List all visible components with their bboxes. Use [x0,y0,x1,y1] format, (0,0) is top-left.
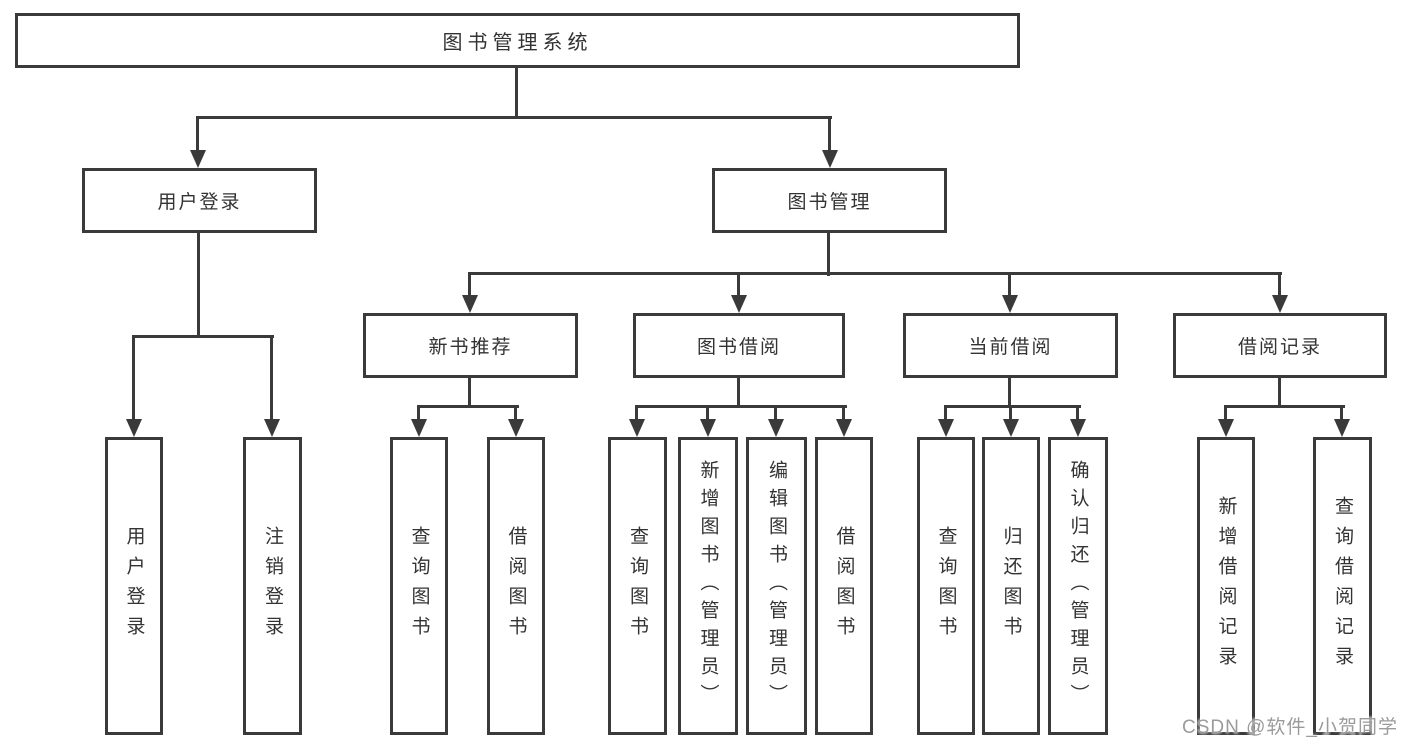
node-book-mgmt-label: 图书管理 [787,192,872,213]
arrow-new-books-child-0 [417,406,420,419]
arrow-current-borrow-child-0 [944,406,947,419]
node-new-books-label: 新书推荐 [428,337,513,358]
node-current-borrow: 当前借阅 [903,313,1118,378]
node-user-login: 用户登录 [82,168,317,233]
node-book-borrow-label: 图书借阅 [696,337,781,358]
connector-user-login-bar [132,335,274,338]
node-root: 图书管理系统 [15,13,1020,68]
arrow-borrow-records-child-1 [1340,406,1343,419]
leaf-logout: 注销登录 [243,437,302,735]
connector-borrow-records-stem [1278,378,1281,408]
leaf-user-login-label: 用户登录 [123,526,145,646]
arrow-to-borrow-records [1278,273,1281,295]
arrow-book-borrow-child-2 [774,406,777,419]
leaf-new-books-query: 查询图书 [390,437,448,735]
connector-current-borrow-bar [944,405,1081,408]
node-user-login-label: 用户登录 [157,192,242,213]
arrow-to-new-books [468,273,471,295]
leaf-current-confirm-admin: 确认归还（管理员） [1048,437,1108,735]
connector-book-mgmt-stem [827,233,830,276]
leaf-records-add: 新增借阅记录 [1197,437,1255,735]
arrow-to-current-borrow [1008,273,1011,295]
node-root-label: 图书管理系统 [442,32,593,54]
connector-borrow-records-bar [1224,405,1345,408]
arrow-book-borrow-child-0 [635,406,638,419]
connector-new-books-bar [417,405,519,408]
leaf-logout-label: 注销登录 [262,526,283,646]
leaf-borrow-query: 查询图书 [608,437,667,735]
arrow-book-borrow-child-1 [706,406,709,419]
leaf-new-books-borrow-label: 借阅图书 [505,526,527,646]
arrow-to-logout [270,336,273,419]
arrow-to-login [132,336,135,419]
leaf-user-login: 用户登录 [105,437,163,735]
leaf-new-books-borrow: 借阅图书 [487,437,545,735]
connector-book-mgmt-bar [468,272,1282,275]
leaf-borrow-edit-admin: 编辑图书（管理员） [746,437,807,735]
leaf-current-return: 归还图书 [982,437,1040,735]
arrow-current-borrow-child-1 [1009,406,1012,419]
node-borrow-records: 借阅记录 [1173,313,1387,378]
leaf-new-books-query-label: 查询图书 [408,526,430,646]
arrow-new-books-child-1 [514,406,517,419]
arrow-book-borrow-child-3 [842,406,845,419]
leaf-current-query-label: 查询图书 [935,526,957,646]
node-book-mgmt: 图书管理 [712,168,947,233]
leaf-current-query: 查询图书 [917,437,975,735]
leaf-current-return-label: 归还图书 [1000,526,1022,646]
leaf-borrow-add-admin: 新增图书（管理员） [678,437,738,735]
node-book-borrow: 图书借阅 [633,313,845,378]
node-new-books: 新书推荐 [363,313,578,378]
connector-current-borrow-stem [1008,378,1011,408]
connector-book-borrow-stem [737,378,740,408]
arrow-to-book-mgmt [828,117,831,150]
arrow-borrow-records-child-0 [1224,406,1227,419]
leaf-borrow-query-label: 查询图书 [627,526,648,646]
leaf-records-query: 查询借阅记录 [1313,437,1372,735]
leaf-borrow-book-label: 借阅图书 [833,526,855,646]
connector-root-bar [196,116,832,119]
connector-root-stem [515,68,518,118]
node-borrow-records-label: 借阅记录 [1237,337,1322,358]
arrow-to-book-borrow [737,273,740,295]
connector-book-borrow-bar [635,405,847,408]
csdn-watermark: CSDN @软件_小贺同学 [1182,717,1398,738]
connector-new-books-stem [468,378,471,408]
arrow-to-user-login [196,117,199,150]
connector-user-login-stem [197,233,200,338]
leaf-borrow-add-admin-label: 新增图书（管理员） [697,460,719,712]
leaf-current-confirm-admin-label: 确认归还（管理员） [1067,460,1089,712]
leaf-records-add-label: 新增借阅记录 [1215,496,1237,676]
arrow-current-borrow-child-2 [1076,406,1079,419]
leaf-borrow-edit-admin-label: 编辑图书（管理员） [766,460,787,712]
leaf-records-query-label: 查询借阅记录 [1332,496,1353,676]
node-current-borrow-label: 当前借阅 [968,337,1053,358]
leaf-borrow-book: 借阅图书 [815,437,873,735]
